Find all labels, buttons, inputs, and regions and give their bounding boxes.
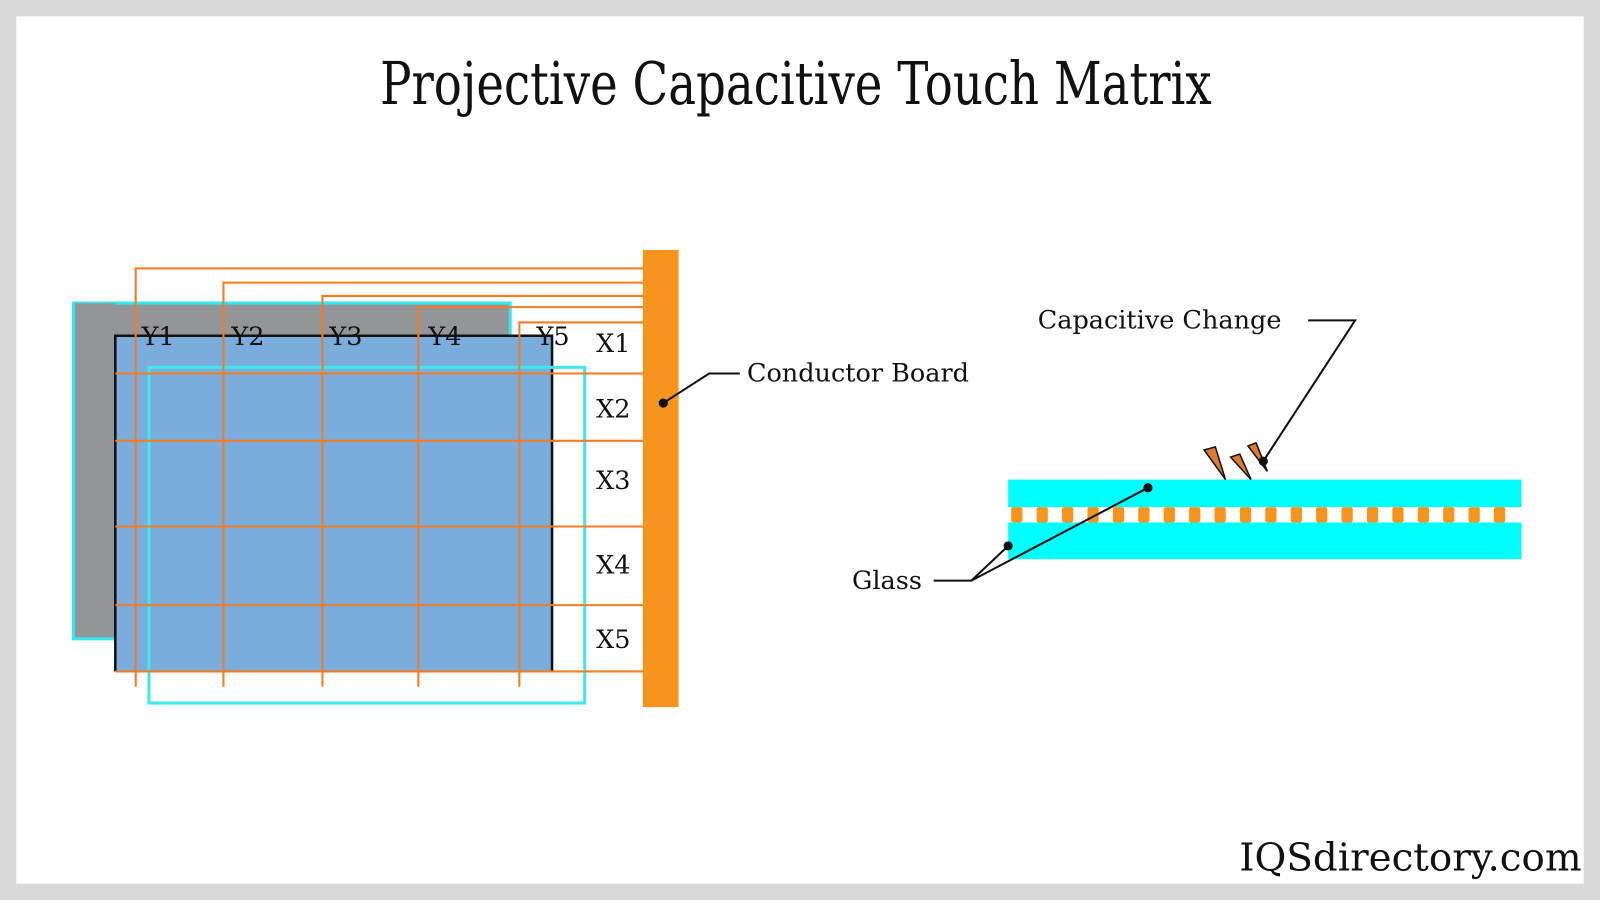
electrode bbox=[1392, 507, 1404, 523]
y-label: Y3 bbox=[328, 322, 362, 352]
x-label: X1 bbox=[596, 329, 630, 359]
electrode bbox=[1265, 507, 1277, 523]
cyan-layer bbox=[147, 365, 587, 705]
y-wire bbox=[321, 294, 644, 687]
conductor-board-label: Conductor Board bbox=[747, 359, 969, 389]
capacitive-change-callout: Capacitive Change bbox=[1038, 306, 1357, 466]
electrode bbox=[1290, 507, 1302, 523]
y-wire bbox=[518, 321, 644, 687]
electrode bbox=[1112, 507, 1125, 523]
electrode bbox=[1239, 507, 1252, 523]
electrode bbox=[1138, 507, 1150, 523]
y-wire bbox=[417, 306, 644, 687]
blue-layer bbox=[115, 335, 553, 672]
gray-layer-fill bbox=[73, 303, 116, 639]
electrode bbox=[1468, 507, 1480, 523]
electrode bbox=[1341, 507, 1353, 523]
electrode bbox=[1163, 507, 1175, 523]
glass-bottom bbox=[1008, 522, 1522, 560]
x-label: X5 bbox=[596, 625, 630, 655]
y-label: Y4 bbox=[427, 322, 461, 352]
x-label: X2 bbox=[596, 394, 630, 424]
electrode bbox=[1443, 507, 1455, 523]
conductor-board bbox=[642, 250, 679, 708]
electrode bbox=[1366, 507, 1379, 523]
electrode bbox=[1189, 507, 1201, 523]
electrode bbox=[1316, 507, 1328, 523]
electrode bbox=[1036, 507, 1048, 523]
y-label: Y1 bbox=[141, 322, 175, 352]
y-label: Y5 bbox=[536, 322, 570, 352]
electrode bbox=[1011, 507, 1023, 523]
glass-label: Glass bbox=[852, 566, 922, 596]
brand-logo: IQSdirectory.com bbox=[1239, 835, 1581, 880]
wires bbox=[115, 267, 644, 687]
glass-cross-section bbox=[1008, 441, 1522, 560]
y-wire bbox=[222, 281, 644, 687]
electrode bbox=[1062, 507, 1074, 523]
x-label: X4 bbox=[596, 550, 630, 580]
electrode bbox=[1417, 507, 1429, 523]
conductor-board-callout: Conductor Board bbox=[658, 359, 969, 408]
electrode bbox=[1214, 507, 1226, 523]
y-wire bbox=[134, 267, 644, 687]
glass-callout: Glass bbox=[852, 483, 1153, 596]
y-label: Y2 bbox=[230, 322, 264, 352]
glass-top bbox=[1008, 479, 1522, 508]
capacitive-change-label: Capacitive Change bbox=[1038, 306, 1282, 336]
page-title: Projective Capacitive Touch Matrix bbox=[380, 49, 1212, 118]
electrode bbox=[1493, 507, 1506, 523]
x-label: X3 bbox=[596, 466, 630, 496]
